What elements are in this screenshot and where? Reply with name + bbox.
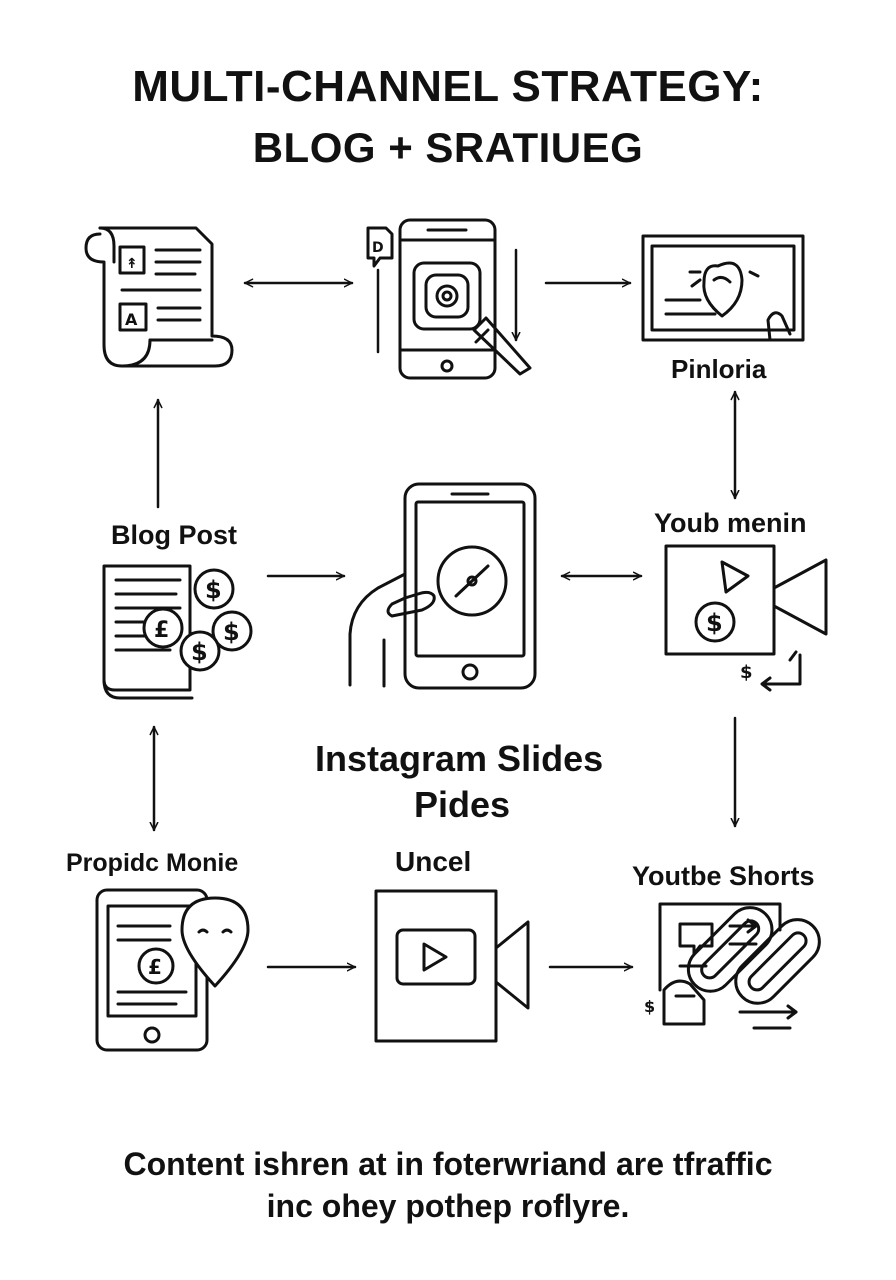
board-chain-link-icon: $	[644, 902, 821, 1030]
label-instagram-slides: Instagram Slides	[315, 738, 604, 779]
video-camera-dollar-icon: $ $	[664, 544, 828, 692]
scroll-document-icon: ↟ A	[84, 226, 234, 368]
svg-text:£: £	[148, 955, 162, 979]
label-propidc-monie: Propidc Monie	[66, 849, 239, 877]
svg-text:D: D	[372, 240, 384, 256]
video-play-camera-icon	[374, 889, 530, 1043]
caption-line-2: inc ohey pothep roflyre.	[266, 1188, 630, 1224]
svg-text:$: $	[644, 997, 655, 1016]
svg-text:$: $	[740, 662, 753, 683]
svg-text:£: £	[154, 618, 169, 643]
monitor-display-icon	[641, 234, 805, 342]
blog-document-coins-icon: $ £ $ $	[102, 564, 253, 700]
svg-text:$: $	[706, 609, 723, 637]
flow-arrows	[149, 248, 740, 972]
label-youtube-shorts: Youtbe Shorts	[632, 861, 815, 891]
svg-text:A: A	[125, 310, 138, 329]
caption-line-1: Content ishren at in foterwriand are tfr…	[123, 1146, 773, 1182]
svg-text:↟: ↟	[126, 256, 138, 272]
label-uncel: Uncel	[395, 846, 472, 877]
svg-text:$: $	[223, 618, 240, 646]
phone-instagram-icon: D	[366, 218, 532, 380]
title-line-1: MULTI-CHANNEL STRATEGY:	[132, 62, 764, 111]
hand-holding-phone-icon	[348, 482, 537, 690]
title-line-2: BLOG + SRATIUEG	[252, 124, 644, 171]
svg-text:$: $	[205, 576, 222, 604]
label-pinloria: Pinloria	[671, 354, 767, 384]
label-instagram-pides: Pides	[414, 784, 511, 825]
label-blog-post: Blog Post	[111, 520, 237, 550]
tablet-speech-pin-icon: £	[95, 888, 250, 1052]
label-youb-menin: Youb menin	[654, 508, 807, 538]
svg-text:$: $	[191, 638, 208, 666]
